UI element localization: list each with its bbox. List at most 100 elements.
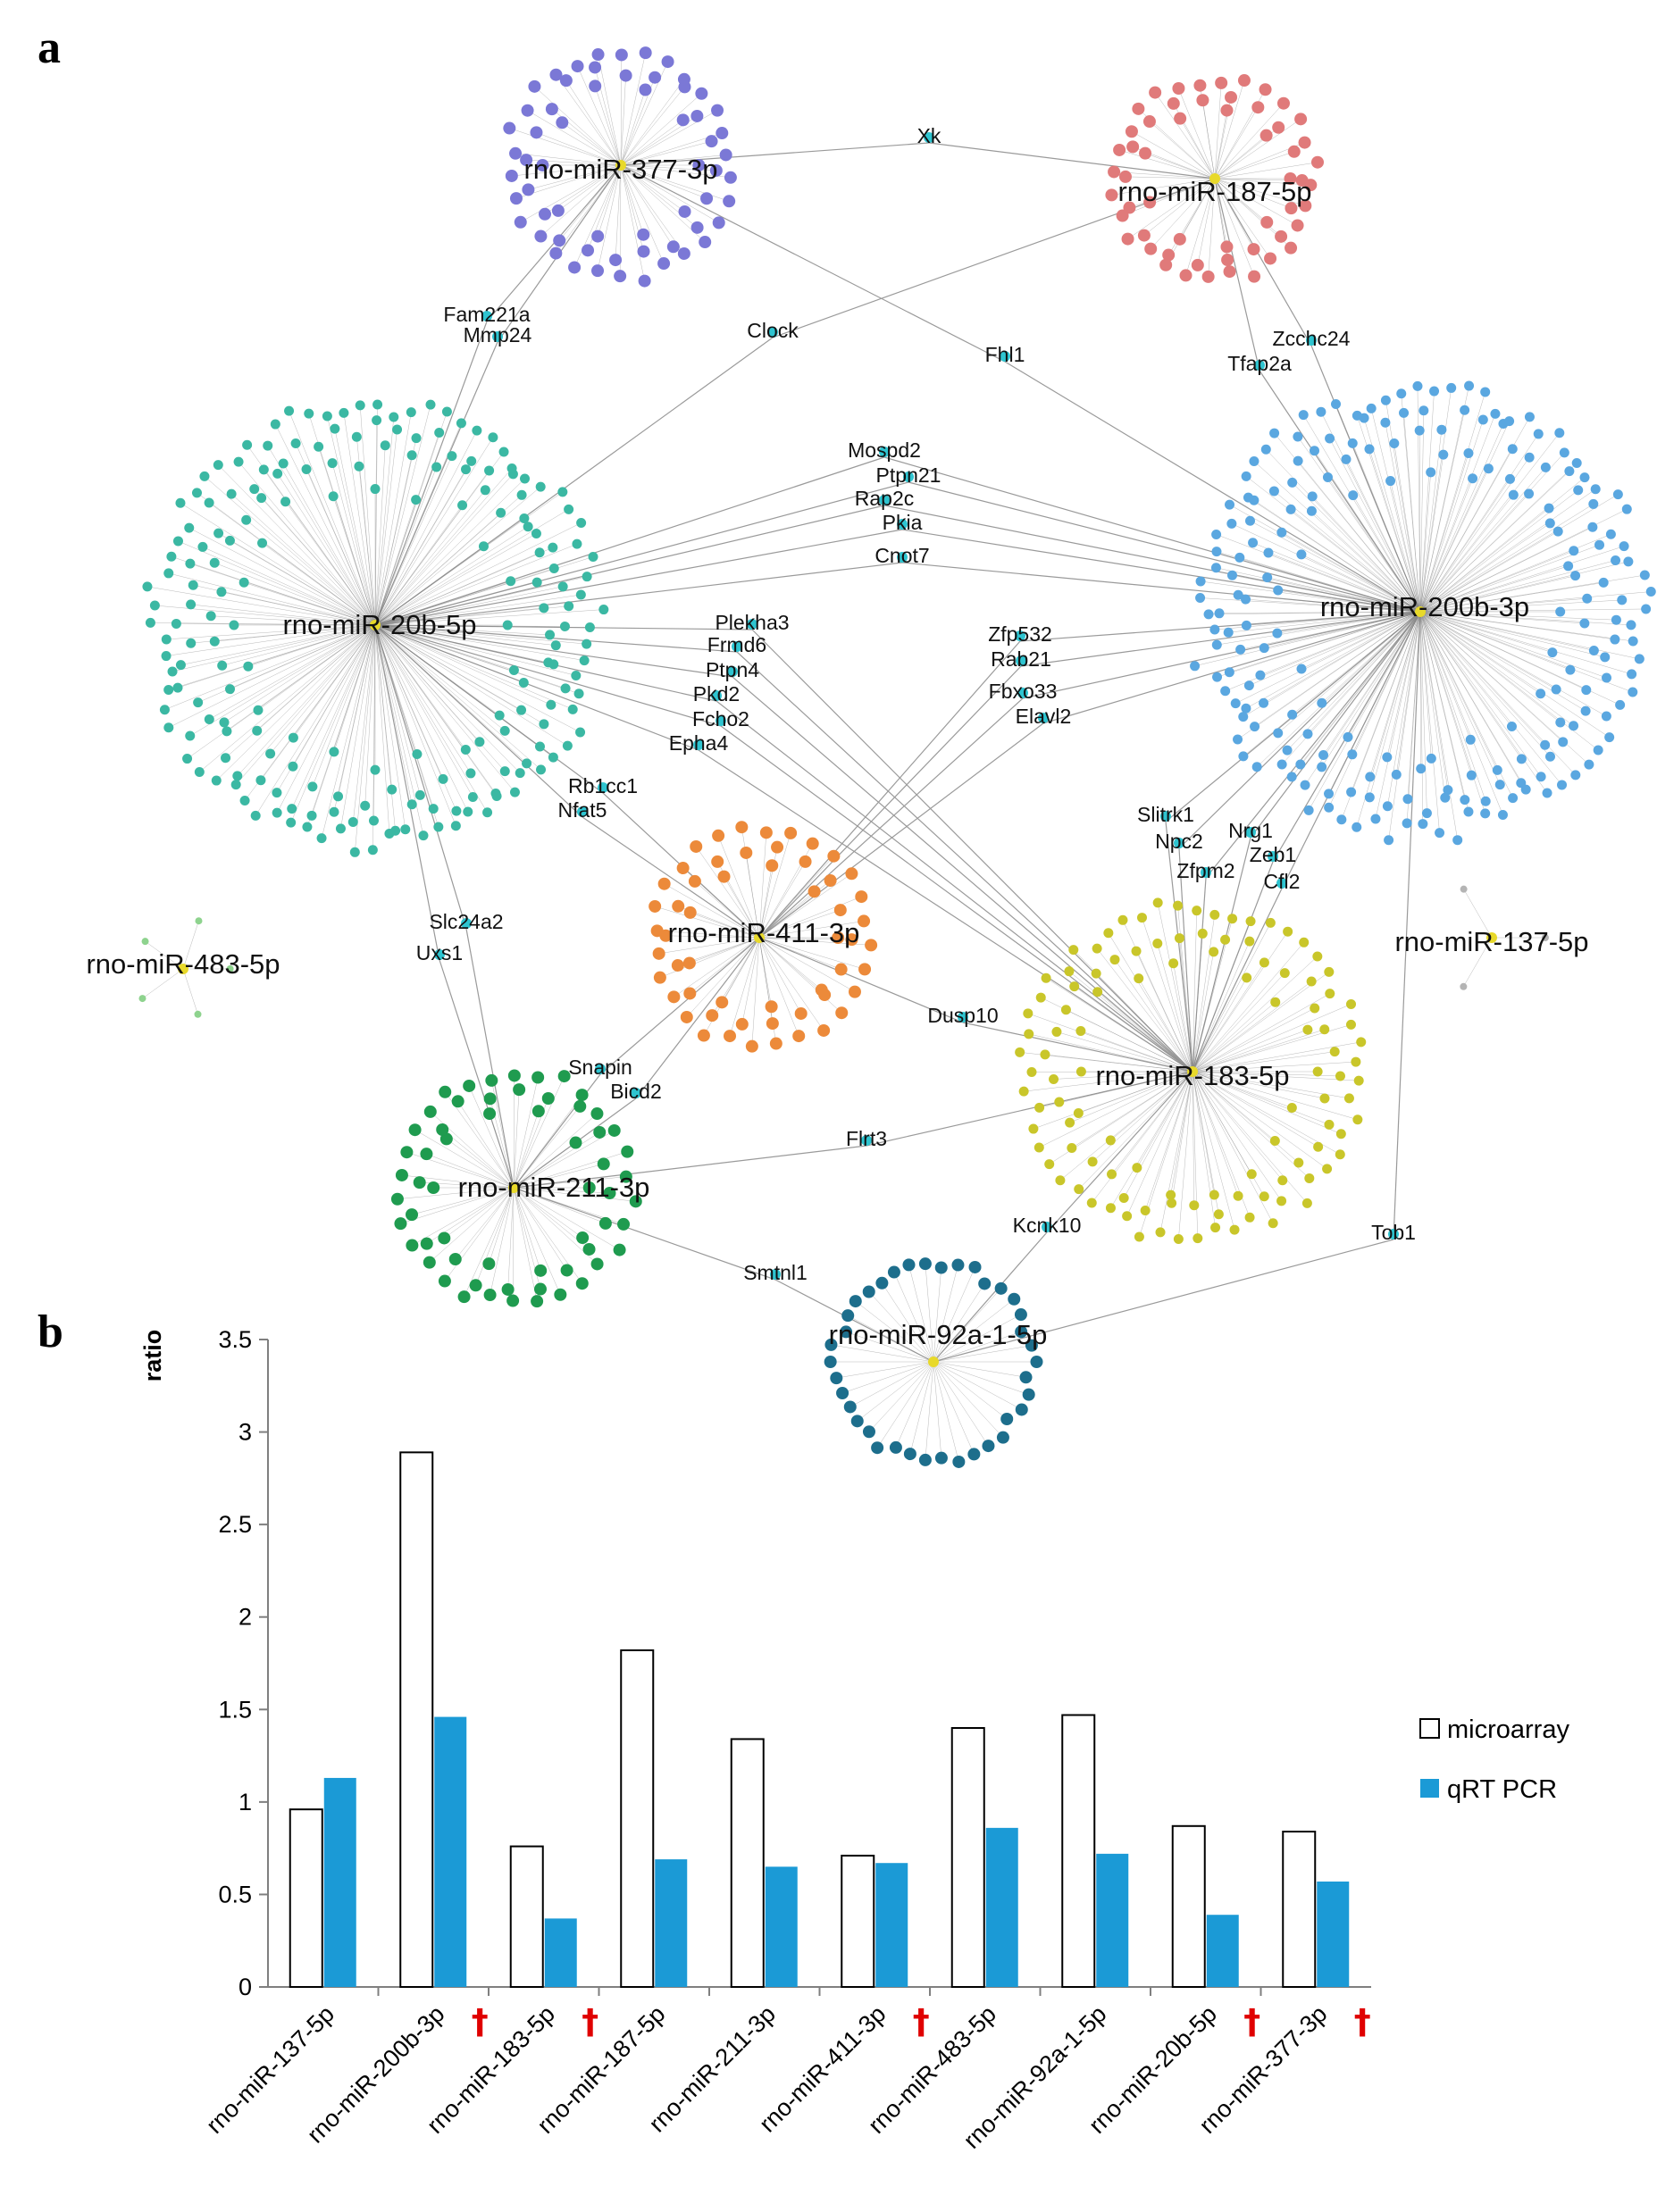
spoke <box>657 931 760 939</box>
spoke <box>1214 82 1222 179</box>
target-node <box>1019 1371 1033 1384</box>
target-node <box>548 752 558 763</box>
spoke <box>1419 419 1484 613</box>
target-node <box>1190 661 1201 672</box>
spoke <box>374 624 554 665</box>
spoke <box>182 921 199 970</box>
target-node <box>272 468 283 479</box>
connector-edge <box>1205 611 1421 879</box>
spoke <box>724 876 760 939</box>
target-node <box>184 522 195 533</box>
target-node <box>230 780 241 790</box>
target-node <box>1421 808 1432 819</box>
spoke <box>507 1187 515 1290</box>
target-node <box>194 1010 202 1018</box>
spoke <box>343 413 376 626</box>
target-node <box>661 55 674 69</box>
spoke <box>620 75 626 166</box>
spoke <box>150 622 376 626</box>
spoke <box>1192 1071 1327 1170</box>
spoke <box>1173 963 1193 1073</box>
target-node <box>1626 620 1636 630</box>
spoke <box>1245 611 1421 709</box>
spoke <box>1375 611 1421 820</box>
target-node <box>967 1448 981 1461</box>
target-node <box>392 424 403 435</box>
connector-node <box>1245 827 1256 838</box>
spoke <box>1419 611 1607 717</box>
target-node <box>1259 129 1273 142</box>
target-node <box>639 46 652 60</box>
target-node <box>766 859 779 872</box>
target-node <box>506 1294 520 1307</box>
connector-edge <box>720 725 1193 1073</box>
spoke <box>353 624 376 822</box>
target-node <box>1634 654 1644 664</box>
spoke <box>1356 611 1421 828</box>
spoke <box>1419 611 1586 712</box>
spoke <box>1056 1031 1193 1073</box>
target-node <box>806 837 819 850</box>
spoke <box>1078 1071 1193 1189</box>
target-node <box>1054 1097 1065 1107</box>
spoke <box>1071 1071 1193 1148</box>
spoke <box>696 846 760 939</box>
spoke <box>374 624 421 796</box>
target-node <box>1536 772 1546 782</box>
target-node <box>952 1455 966 1468</box>
target-node <box>858 963 872 976</box>
target-node <box>186 599 197 610</box>
spoke <box>658 937 760 955</box>
target-node <box>711 855 724 868</box>
target-node <box>327 458 338 469</box>
spoke <box>594 86 622 166</box>
target-node <box>232 771 243 781</box>
spoke <box>374 491 563 626</box>
spoke <box>1144 1071 1193 1211</box>
bar-qrt-pcr <box>1096 1853 1129 1987</box>
spoke <box>1192 933 1203 1073</box>
target-node <box>412 748 423 759</box>
spoke <box>246 520 376 626</box>
target-node <box>1220 104 1234 117</box>
spoke <box>758 832 791 939</box>
target-node <box>573 1099 587 1113</box>
target-node <box>683 987 697 1000</box>
spoke <box>1131 131 1216 179</box>
target-node <box>818 989 832 1002</box>
target-node <box>1542 788 1552 798</box>
connector-node <box>1016 655 1026 666</box>
bar-qrt-pcr <box>323 1777 356 1987</box>
spoke <box>1419 611 1471 740</box>
spoke <box>374 624 557 646</box>
hub-cluster-h20b <box>142 399 609 857</box>
target-node <box>1210 1223 1221 1233</box>
target-node <box>339 407 349 418</box>
connector-label: Zcchc24 <box>1273 327 1351 350</box>
target-node <box>1277 1175 1288 1186</box>
hub-cluster-h92a <box>824 1257 1043 1468</box>
spoke <box>1214 107 1259 179</box>
spoke <box>1419 611 1574 726</box>
target-node <box>705 135 718 148</box>
spoke <box>1217 611 1421 646</box>
target-node <box>167 666 178 677</box>
target-node <box>367 845 378 856</box>
target-node <box>1225 90 1238 104</box>
spoke <box>1151 178 1216 249</box>
connector-label: Rap2c <box>855 487 914 510</box>
spoke <box>1419 611 1632 675</box>
target-node <box>1139 146 1152 160</box>
spoke <box>374 455 453 626</box>
spoke <box>1192 1071 1310 1179</box>
target-node <box>1213 1209 1224 1220</box>
spoke <box>758 909 841 939</box>
spoke <box>1328 611 1421 808</box>
target-node <box>649 899 662 913</box>
spoke <box>620 164 645 281</box>
target-node <box>1389 438 1400 449</box>
spoke <box>1323 611 1421 755</box>
spoke <box>1192 1071 1308 1204</box>
target-node <box>1460 405 1470 415</box>
target-node <box>1233 589 1243 600</box>
